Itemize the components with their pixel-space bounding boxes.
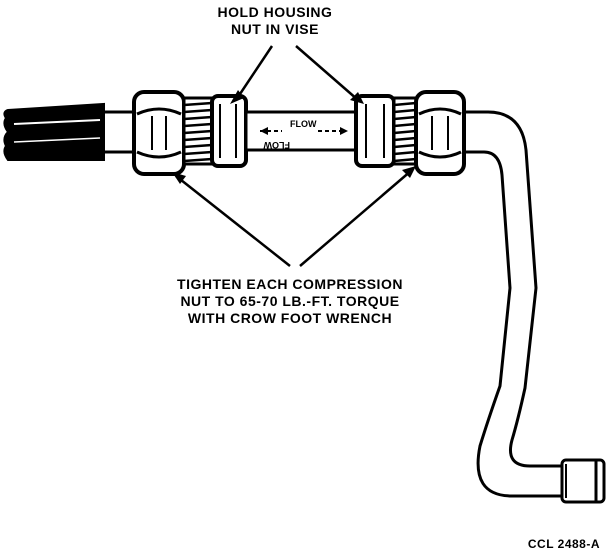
tighten-label: TIGHTEN EACH COMPRESSION NUT TO 65-70 LB…	[140, 276, 440, 327]
black-hose	[3, 102, 105, 161]
hold-housing-label: HOLD HOUSING NUT IN VISE	[170, 4, 380, 38]
left-tube-stub	[104, 110, 134, 154]
tighten-line-1: TIGHTEN EACH COMPRESSION	[177, 276, 403, 292]
bent-tube	[464, 110, 562, 498]
right-housing-nut	[354, 94, 396, 168]
tighten-line-3: WITH CROW FOOT WRENCH	[187, 310, 393, 326]
hold-housing-line-2: NUT IN VISE	[231, 21, 319, 37]
flow-text-top: FLOW	[290, 119, 317, 129]
left-compression-nut	[132, 90, 186, 176]
tighten-line-2: NUT TO 65-70 LB.-FT. TORQUE	[180, 293, 400, 309]
left-housing-nut	[210, 94, 248, 168]
tighten-leaders	[172, 166, 416, 267]
tube-end-fitting	[560, 458, 606, 504]
flow-housing-tube	[244, 110, 358, 152]
hold-housing-line-1: HOLD HOUSING	[217, 4, 333, 20]
figure-code: CCL 2488-A	[527, 537, 600, 551]
left-threads	[182, 96, 214, 166]
right-compression-nut	[414, 90, 466, 176]
flow-text-bottom: FLOW	[263, 140, 290, 150]
hold-housing-leaders	[230, 45, 364, 104]
right-threads	[392, 96, 418, 166]
